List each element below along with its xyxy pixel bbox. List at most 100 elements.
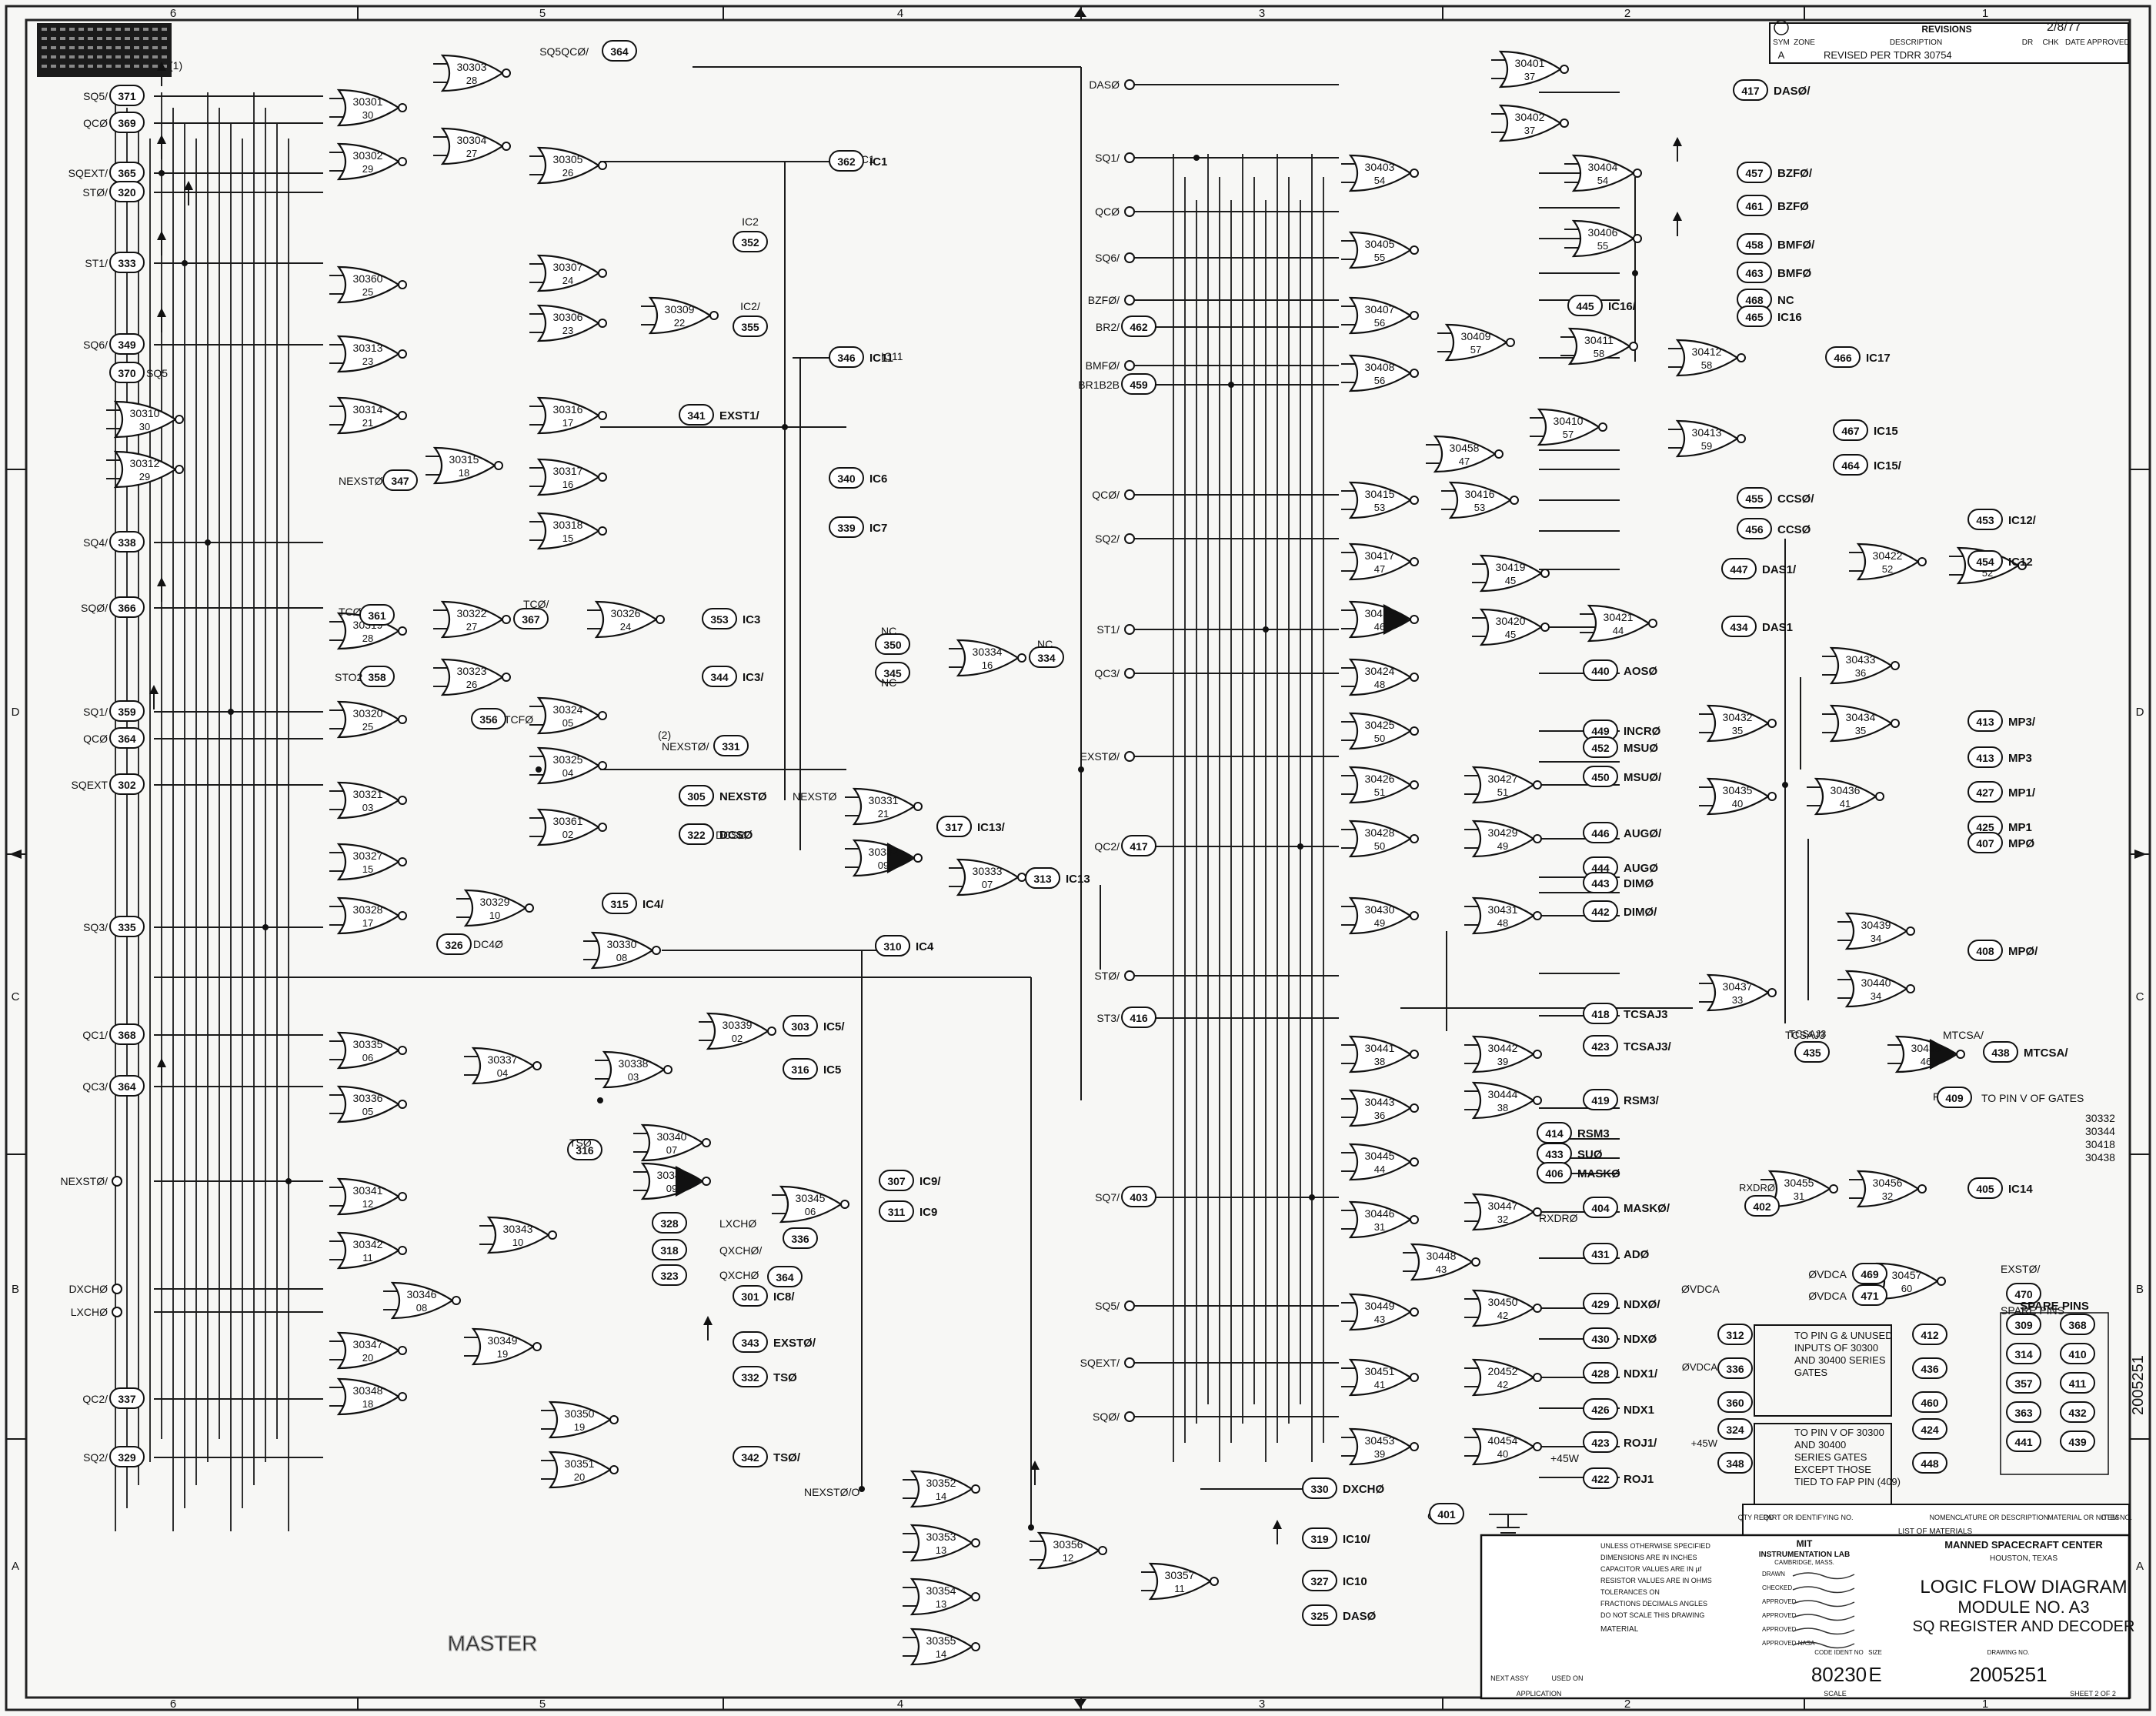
gate-sub: 40: [1732, 798, 1743, 810]
gate-id: 30303: [457, 61, 487, 73]
pin-signal: DASØ: [1343, 1610, 1377, 1623]
up-arrow: [157, 577, 166, 586]
pin-signal: AUGØ/: [1624, 827, 1662, 840]
output-label: ØVDCA: [1808, 1268, 1847, 1280]
gate-sub: 57: [1563, 429, 1574, 440]
gate-id: 30326: [611, 607, 641, 619]
pin-number: 449: [1591, 725, 1610, 737]
pin-bubble: [713, 735, 749, 756]
gate-sub: 03: [362, 802, 373, 813]
pin-bubble: [513, 608, 549, 629]
pin-number: 424: [1921, 1424, 1939, 1436]
gate-sub: 09: [878, 860, 889, 871]
classification-box-pattern: [152, 55, 158, 58]
gate-id: 30438: [1911, 1042, 1941, 1054]
gate-id: 30304: [457, 134, 487, 146]
gate-id: 30309: [665, 303, 695, 315]
gate-id: 30320: [353, 707, 383, 719]
gate-id: 30421: [1604, 611, 1634, 623]
classification-box-pattern: [125, 46, 130, 49]
input-signal-label: SQ3/: [83, 921, 108, 933]
gate-body: [1675, 419, 1740, 458]
pin-signal: SUØ: [1577, 1148, 1603, 1161]
classification-box-pattern: [106, 46, 112, 49]
input-signal-label: SQ5/: [83, 90, 108, 102]
output-label: RXDRØ: [1739, 1182, 1775, 1194]
junction-dot: [1228, 382, 1234, 388]
pin-bubble: [1737, 233, 1772, 255]
pin-signal: DASØ/: [1774, 85, 1811, 98]
input-terminal: [1124, 489, 1135, 500]
gate-sub: 56: [1374, 375, 1385, 386]
gate-id: 30449: [1365, 1300, 1395, 1312]
right-input-label: QC2/: [1094, 840, 1120, 853]
pin-signal: IC12/: [2008, 514, 2037, 527]
pin-signal: TSØ: [773, 1371, 797, 1384]
unless-note: DO NOT SCALE THIS DRAWING: [1600, 1611, 1704, 1619]
up-arrow: [703, 1316, 713, 1325]
pin-bubble: [1583, 1003, 1618, 1024]
input-signal-label: QCØ: [83, 117, 108, 129]
pin-335: 335: [109, 916, 145, 937]
gate-id: 20452: [1488, 1365, 1518, 1377]
gate-id: 30442: [1488, 1042, 1518, 1054]
gate-body: [1844, 970, 1909, 1008]
pin-325: 325 DASØ: [1302, 1604, 1377, 1626]
pin-bubble: [783, 1015, 818, 1037]
gate-body: [336, 1377, 401, 1416]
classification-box-pattern: [115, 55, 121, 58]
pin-number: 316: [791, 1063, 809, 1076]
column-label-top: 4: [897, 7, 903, 20]
pin-number: 411: [2069, 1377, 2087, 1390]
input-terminal: [1124, 1357, 1135, 1368]
classification-box-pattern: [42, 55, 47, 58]
gate-id: 30357: [1165, 1569, 1195, 1581]
column-label-bottom: 6: [170, 1698, 176, 1711]
pin-number: 469: [1861, 1268, 1879, 1280]
classification-box-pattern: [134, 55, 139, 58]
supply-label: ØVDCA: [1682, 1361, 1718, 1373]
size-label: SIZE: [1868, 1649, 1882, 1656]
gate-inversion-bubble: [398, 1192, 407, 1201]
pin-number: 327: [1310, 1575, 1329, 1587]
pin-number: 339: [837, 522, 856, 534]
pin-bubble: [1583, 766, 1618, 787]
pin-bubble: [1583, 736, 1618, 758]
gate-inversion-bubble: [598, 319, 607, 328]
pin-bubble: [109, 531, 145, 553]
pin-bubble: [652, 1264, 687, 1286]
gate-inversion-bubble: [398, 349, 407, 359]
pin-bubble: [2060, 1314, 2095, 1335]
gate-body: [590, 931, 655, 970]
gate-body: [536, 458, 601, 496]
pin-signal: DXCHØ: [1343, 1483, 1385, 1496]
gate-sub: 54: [1374, 175, 1385, 186]
gate-id: 30453: [1365, 1434, 1395, 1447]
pin-number: 361: [368, 609, 386, 622]
lm-col: MATERIAL OR NOTES: [2048, 1514, 2120, 1521]
gate-body: [1844, 912, 1909, 950]
pin-bubble: [829, 467, 864, 489]
classification-box-pattern: [88, 28, 93, 31]
gate-inversion-bubble: [1767, 988, 1777, 997]
pin-number: 325: [1310, 1610, 1329, 1622]
pin-number: 452: [1591, 742, 1610, 754]
gate-inversion-bubble: [525, 903, 534, 913]
pin-number: 336: [1726, 1363, 1744, 1375]
gate-inversion-bubble: [398, 1100, 407, 1109]
gate-sub: 28: [362, 633, 373, 644]
signature-scribble: [1792, 1586, 1855, 1594]
gate-sub: 29: [362, 163, 373, 175]
classification-box-pattern: [125, 55, 130, 58]
pin-355: 355: [733, 315, 768, 337]
pin-number: 335: [118, 921, 136, 933]
gate-sub: 25: [362, 721, 373, 733]
pin-number: 436: [1921, 1363, 1939, 1375]
